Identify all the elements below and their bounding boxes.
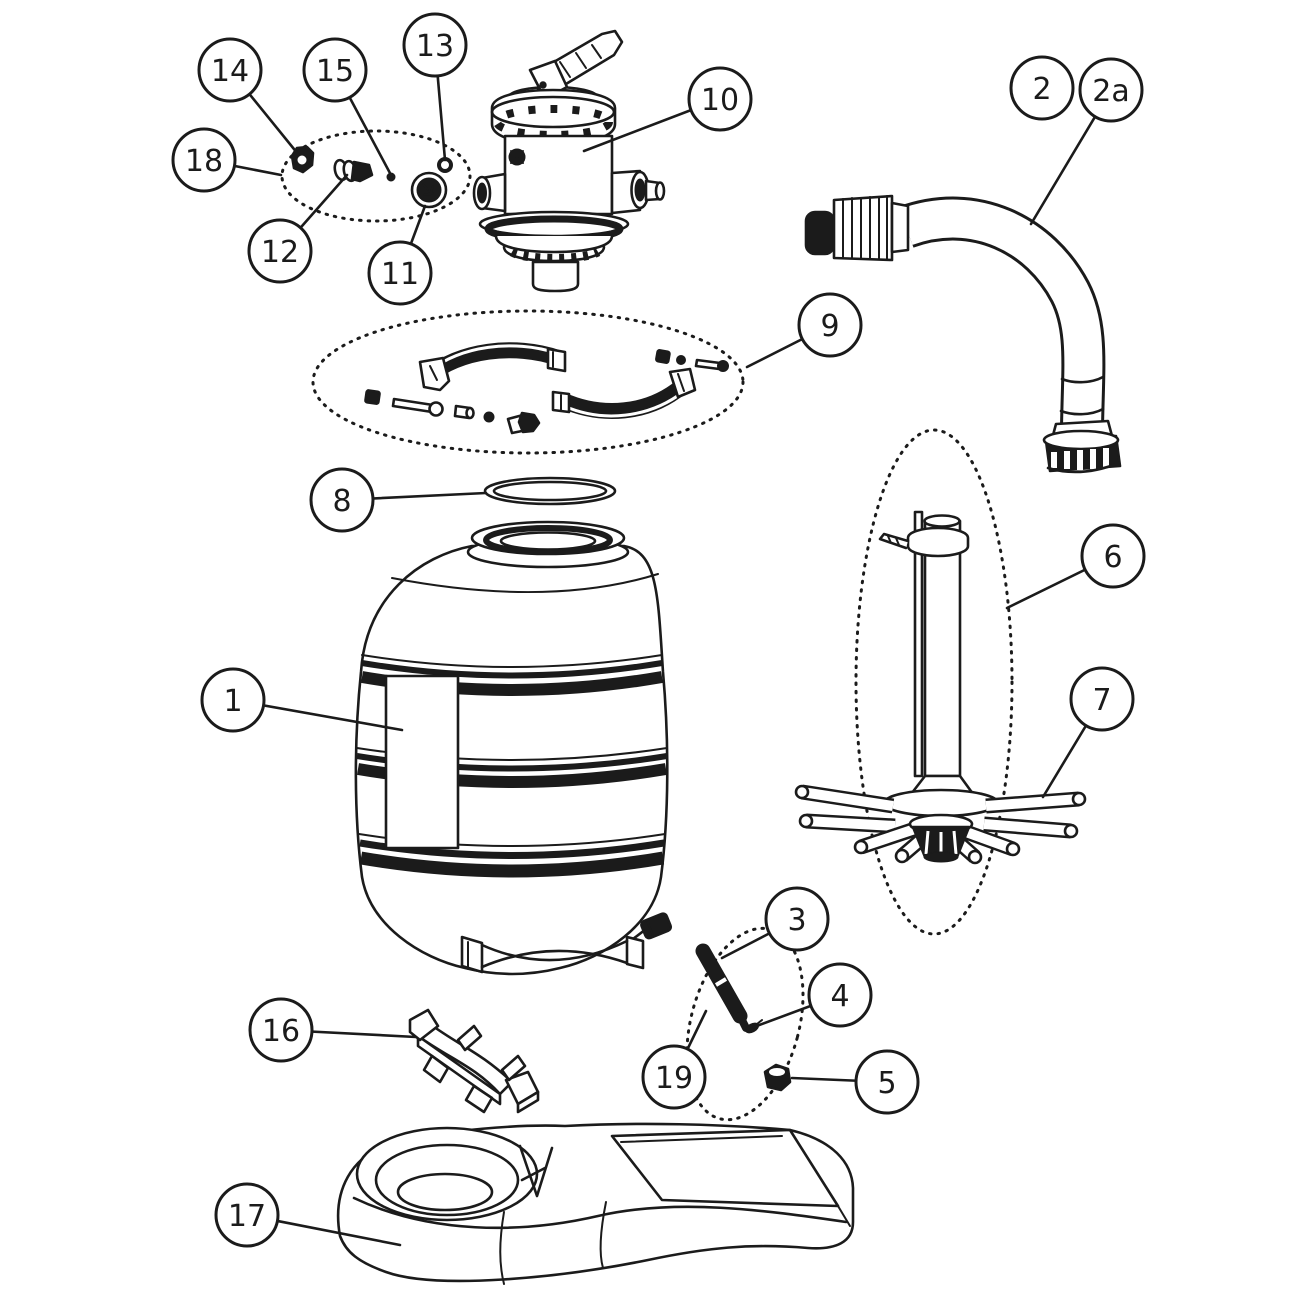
callout-circle-13 [402,12,468,78]
standpipe-laterals-drawing [794,510,1087,865]
callout-circle-19 [641,1044,707,1110]
connection-hose-drawing [804,194,1122,474]
multiport-valve-drawing [472,29,666,293]
callout-circle-9 [797,292,863,358]
valve-small-parts-group-ellipse [280,129,472,223]
callout-circle-18 [171,127,237,193]
callout-label-13: 13 [416,29,454,64]
callout-label-6: 6 [1103,540,1122,575]
standpipe-group-ellipse [854,428,1014,936]
base-drawing [336,1122,855,1285]
clamp-group-ellipse [311,309,745,455]
callout-label-16: 16 [262,1014,300,1049]
callout-circle-3 [764,886,830,952]
callout-circle-15 [302,37,368,103]
callout-label-4: 4 [830,979,849,1014]
callout-label-2: 2 [1032,72,1051,107]
callout-label-5: 5 [877,1066,896,1101]
callout-label-9: 9 [820,309,839,344]
tank-drain-fitting [633,912,673,940]
clamp-set-drawing [364,342,729,435]
callout-circle-17 [214,1182,280,1248]
tank-label-panel [384,674,460,850]
callout-circle-16 [248,997,314,1063]
callout-circle-4 [807,962,873,1028]
callout-circle-12 [247,218,313,284]
callout-circle-2a [1078,57,1144,123]
callout-label-15: 15 [316,54,354,89]
filter-tank-drawing [354,520,673,976]
callout-circle-2 [1009,55,1075,121]
callout-circle-5 [854,1049,920,1115]
callout-label-17: 17 [228,1199,266,1234]
callout-label-1: 1 [223,684,242,719]
callout-label-7: 7 [1092,683,1111,718]
callout-label-11: 11 [381,257,419,292]
callout-label-19: 19 [655,1061,693,1096]
callout-circle-11 [367,240,433,306]
callout-label-3: 3 [787,903,806,938]
callout-label-10: 10 [701,83,739,118]
callout-circle-1 [200,667,266,733]
callout-label-12: 12 [261,235,299,270]
callout-circle-8 [309,467,375,533]
tank-oring-drawing [483,476,617,506]
support-bracket-drawing [408,1008,540,1114]
callout-circle-10 [687,66,753,132]
callout-label-2a: 2a [1092,74,1129,109]
callout-label-14: 14 [211,54,249,89]
callout-circle-14 [197,37,263,103]
callout-circle-7 [1069,666,1135,732]
valve-small-parts-drawing [290,145,453,209]
callout-label-18: 18 [185,144,223,179]
callout-label-8: 8 [332,484,351,519]
drain-parts-drawing [695,943,792,1092]
callout-circle-6 [1080,523,1146,589]
